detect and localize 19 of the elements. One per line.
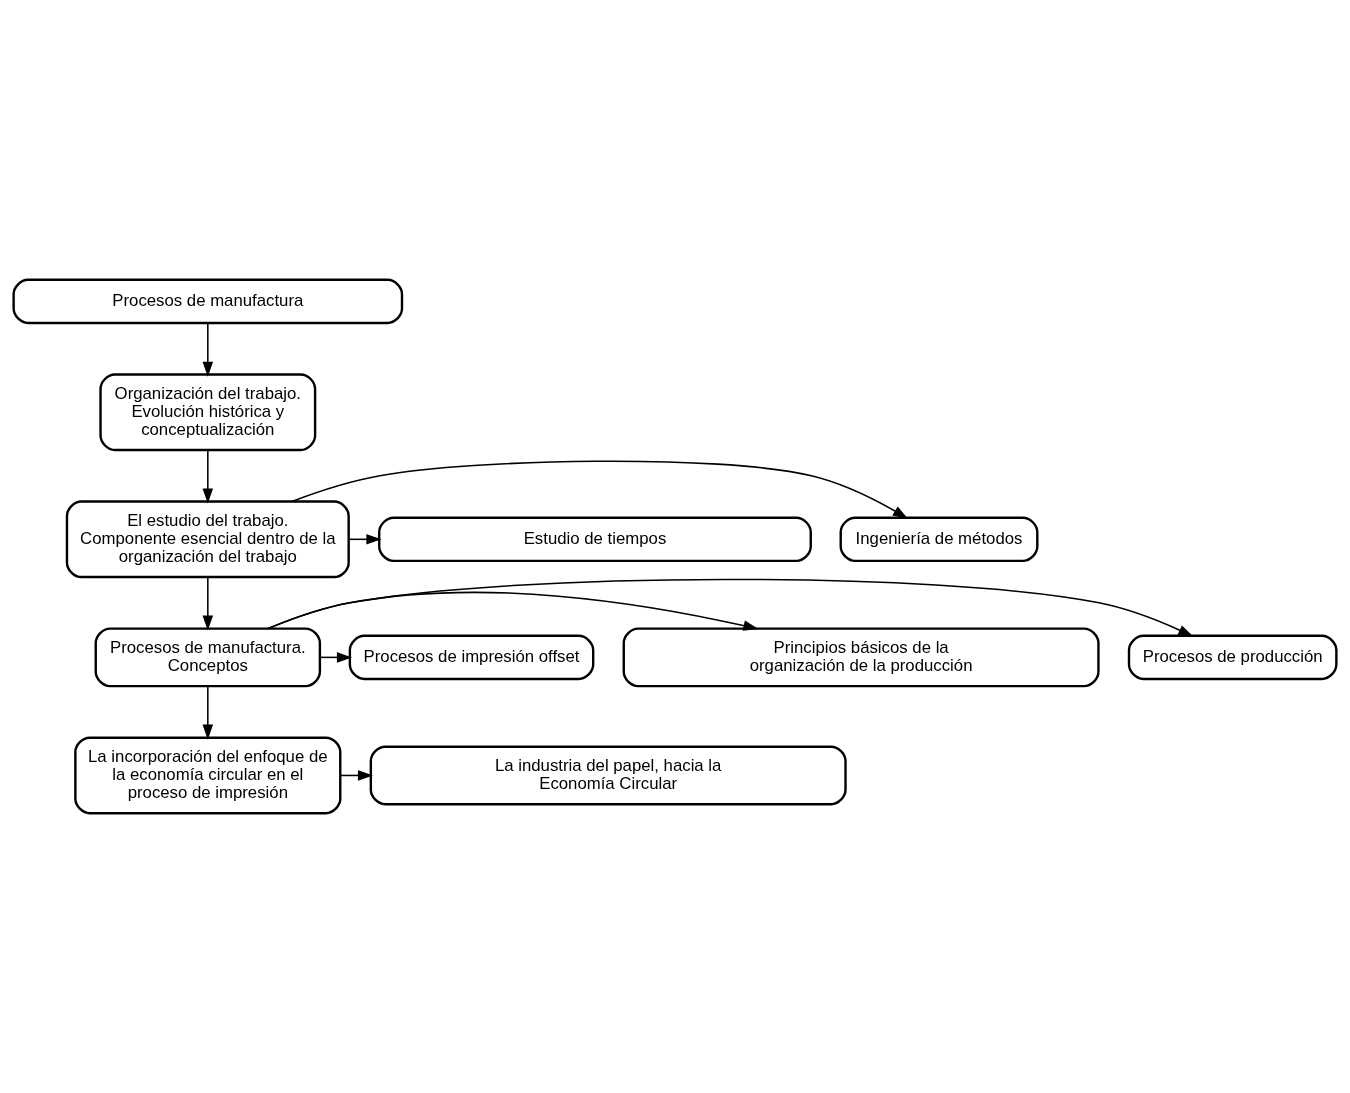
node-box: Procesos de manufactura xyxy=(12,278,404,325)
node-box: Procesos de manufactura. Conceptos xyxy=(94,627,322,688)
node-box: Procesos de impresión offset xyxy=(348,634,595,681)
arrow xyxy=(267,591,759,631)
node-box: Estudio de tiempos xyxy=(378,516,812,563)
arrow xyxy=(291,460,908,519)
arrow xyxy=(267,578,1194,637)
arrow xyxy=(202,685,214,740)
node-box: El estudio del trabajo. Componente esencial dentro de la organización del trabajo xyxy=(65,500,350,579)
node-box: Principios básicos de la organización de la producción xyxy=(622,627,1100,688)
arrow xyxy=(202,449,214,504)
arrow xyxy=(202,576,214,631)
node-box: Procesos de producción xyxy=(1127,634,1338,681)
arrow xyxy=(202,322,214,377)
node-box: La industria del papel, hacia la Economía Circular xyxy=(369,745,847,806)
arrow xyxy=(339,770,374,781)
node-box: La incorporación del enfoque de la economía circular en el proceso de impresión xyxy=(74,736,342,815)
node-box: Organización del trabajo. Evolución histórica y conceptualización xyxy=(99,373,317,452)
node-box: Ingeniería de métodos xyxy=(839,516,1039,563)
